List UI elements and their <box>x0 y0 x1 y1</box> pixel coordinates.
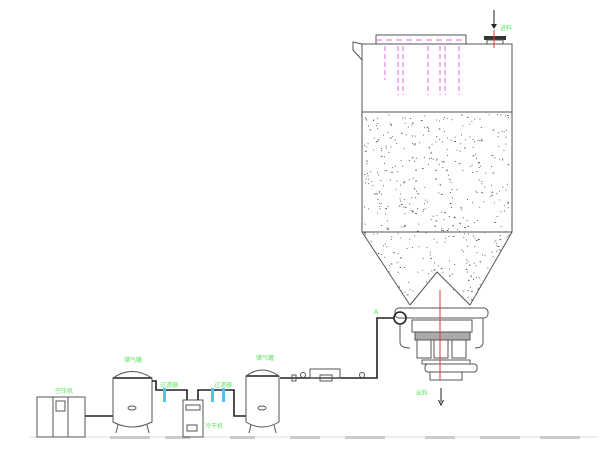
air-compressor <box>36 396 113 438</box>
tank2-label: 储气罐 <box>256 354 274 362</box>
air-pipeline <box>280 317 394 382</box>
tank1-label: 储气罐 <box>124 356 142 364</box>
dryer-label: 冷干机 <box>205 422 223 430</box>
compressor-label: 空压机 <box>55 387 73 395</box>
feed-inlet-label: 进料 <box>500 24 512 32</box>
arrow-down-icon <box>438 399 444 407</box>
refrigerated-dryer <box>182 388 246 438</box>
arrow-down-icon <box>491 24 497 29</box>
silo <box>352 34 513 319</box>
air-line-label: A <box>374 309 379 316</box>
discharge-label: 出料 <box>416 389 428 397</box>
ground-line <box>30 436 598 439</box>
filter2-label: 过滤器 <box>214 381 232 389</box>
air-tank-2 <box>245 369 280 434</box>
filter1-label: 过滤器 <box>160 381 178 389</box>
feed-inlet <box>484 10 506 48</box>
air-tank-1 <box>112 371 188 434</box>
bulk-material-fill <box>364 114 510 301</box>
discharge-unit <box>393 290 484 407</box>
